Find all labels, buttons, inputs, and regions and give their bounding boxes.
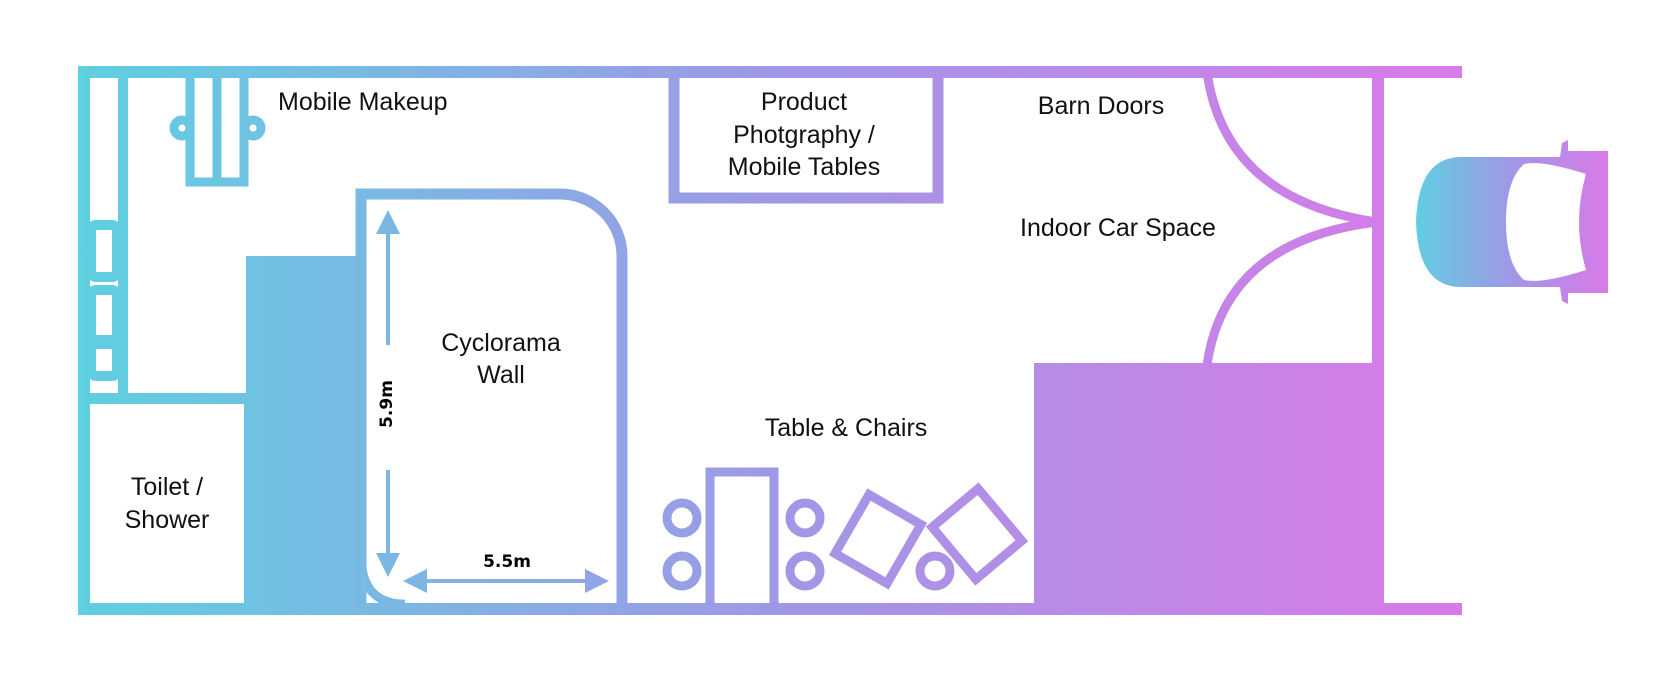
left-shelving (86, 72, 128, 398)
label-indoor-car-space: Indoor Car Space (1020, 214, 1216, 242)
chair-icon (915, 551, 955, 591)
label-mobile-makeup: Mobile Makeup (278, 88, 448, 116)
tilted-table-icon (828, 488, 928, 590)
label-product-line2: Photgraphy / (733, 121, 875, 149)
table-icon (705, 467, 779, 615)
cyclorama-backing-block (246, 256, 356, 608)
chair-icon (662, 551, 702, 591)
label-product-line1: Product (761, 88, 847, 116)
label-cyclorama-line1: Cyclorama (441, 329, 561, 357)
label-barn-doors: Barn Doors (1038, 92, 1164, 120)
label-table-chairs: Table & Chairs (765, 414, 928, 442)
label-toilet-line2: Shower (125, 506, 210, 534)
chair-icon (785, 551, 825, 591)
chair-icon (662, 498, 702, 538)
chair-icon (785, 498, 825, 538)
dimension-height-label: 5.9m (377, 380, 397, 428)
car-icon (1416, 140, 1608, 304)
toilet-divider-wall (84, 393, 250, 404)
label-cyclorama-line2: Wall (477, 361, 525, 389)
dimension-width-label: 5.5m (483, 552, 531, 572)
cyclorama-curve (356, 554, 406, 609)
label-toilet-line1: Toilet / (131, 473, 203, 501)
makeup-station-icon (169, 67, 266, 187)
table-and-chairs (662, 467, 1029, 615)
tilted-table-icon (925, 482, 1029, 586)
product-photography-area (668, 66, 944, 204)
label-product-line3: Mobile Tables (728, 153, 880, 181)
barn-doors-icon (1202, 71, 1378, 366)
storage-block (1034, 363, 1384, 615)
cyclorama-wall (355, 188, 628, 608)
